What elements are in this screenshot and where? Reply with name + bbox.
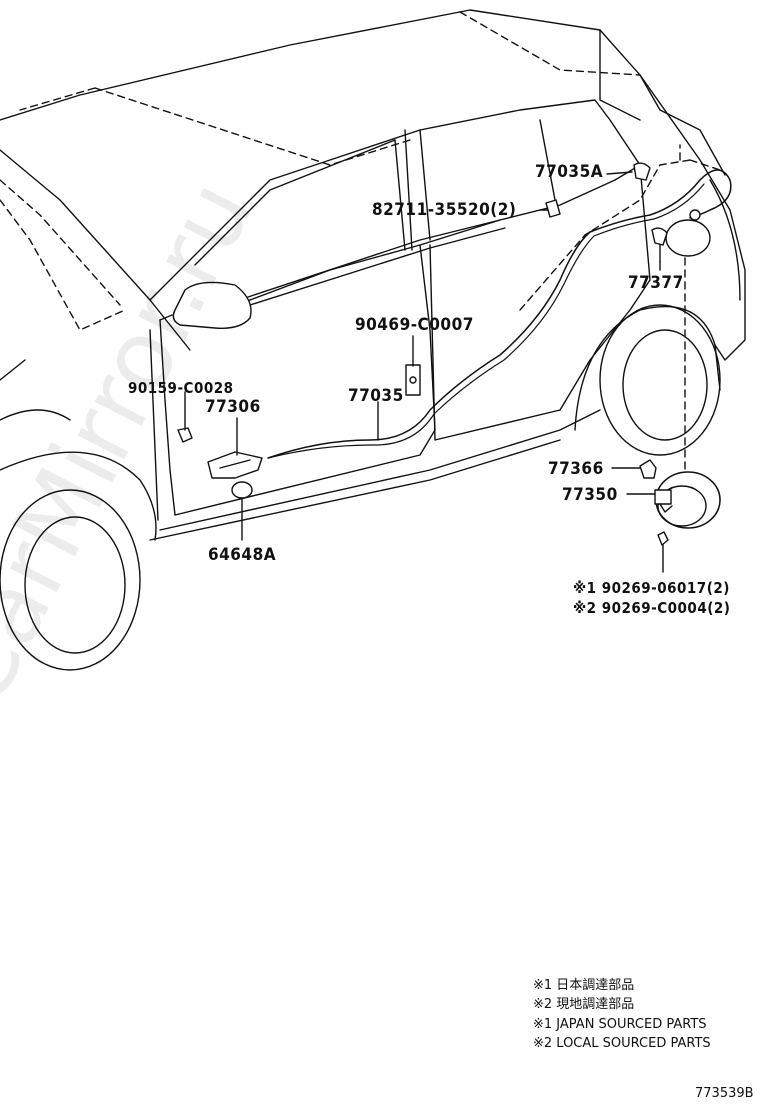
part-label-64648A[interactable]: 64648A [208, 545, 277, 565]
cable-77035 [267, 169, 732, 459]
hinge-77350 [654, 489, 672, 505]
screw-90269 [657, 531, 669, 546]
part-label-90469-C0007[interactable]: 90469-C0007 [355, 315, 474, 335]
opener-handle-77306 [207, 451, 263, 479]
legend-line-3: ※1 JAPAN SOURCED PARTS [533, 1017, 707, 1032]
part-label-90269-C0004[interactable]: ※2 90269-C0004(2) [573, 599, 731, 617]
part-label-90159-C0028[interactable]: 90159-C0028 [128, 379, 234, 397]
rocker-sill [159, 409, 601, 531]
a-pillar [0, 149, 191, 351]
rear-wheel-arch [574, 305, 721, 431]
part-label-77350[interactable]: 77350 [562, 485, 618, 505]
clip-77035A [633, 162, 651, 181]
part-label-77035A[interactable]: 77035A [535, 162, 604, 182]
legend-line-1: ※1 日本調達部品 [533, 978, 635, 993]
roof-inner-line [94, 87, 411, 166]
clip-77366 [639, 459, 657, 479]
front-wheel-arch [0, 451, 157, 541]
front-wheel [0, 489, 141, 671]
part-label-77306[interactable]: 77306 [205, 397, 261, 417]
front-door [159, 244, 436, 516]
rear-body [639, 74, 746, 361]
part-label-90269-06017[interactable]: ※1 90269-06017(2) [573, 579, 730, 597]
part-label-82711-35520[interactable]: 82711-35520(2) [372, 200, 517, 220]
diagram-code: 773539B [695, 1086, 754, 1101]
clamp-90469 [405, 364, 421, 396]
legend-line-2: ※2 現地調達部品 [533, 997, 635, 1012]
part-label-77366[interactable]: 77366 [548, 459, 604, 479]
rear-door [429, 164, 651, 441]
part-label-77377[interactable]: 77377 [628, 273, 684, 293]
cap-64648A [231, 481, 253, 499]
fuel-door-opening [665, 219, 711, 257]
part-label-77035[interactable]: 77035 [348, 386, 404, 406]
rear-wheel [599, 304, 721, 456]
side-mirror [172, 281, 252, 329]
part-77377 [651, 227, 668, 246]
legend-line-4: ※2 LOCAL SOURCED PARTS [533, 1036, 711, 1051]
clip-82711 [545, 199, 561, 218]
